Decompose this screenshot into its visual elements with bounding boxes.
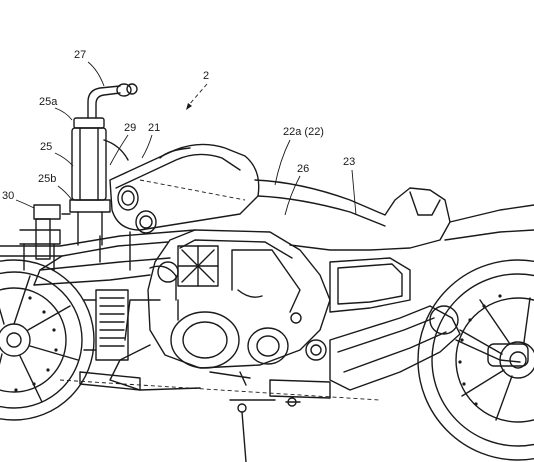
label-30: 30 [2,190,14,202]
label-22a: 22a (22) [283,126,324,138]
radiator [83,289,129,361]
leader-lines [15,61,357,216]
label-25a: 25a [39,96,58,108]
exhaust [269,305,461,399]
rear-wheel [417,259,534,461]
front-brake-holes [14,296,58,392]
label-27: 27 [74,49,86,61]
label-2: 2 [203,70,209,82]
label-26: 26 [297,163,309,175]
fuel-tank [109,143,260,234]
footpeg-and-stand [59,371,381,462]
label-21: 21 [148,122,160,134]
frame [0,229,196,286]
rear-brake-holes [458,294,502,406]
label-25b: 25b [38,173,56,185]
engine [109,229,331,391]
label-25: 25 [40,141,52,153]
seat-and-body [254,179,534,313]
handlebar-assembly [69,83,138,246]
label-23: 23 [343,156,355,168]
front-fork [19,204,71,271]
front-wheel [0,259,95,421]
label-29: 29 [124,122,136,134]
